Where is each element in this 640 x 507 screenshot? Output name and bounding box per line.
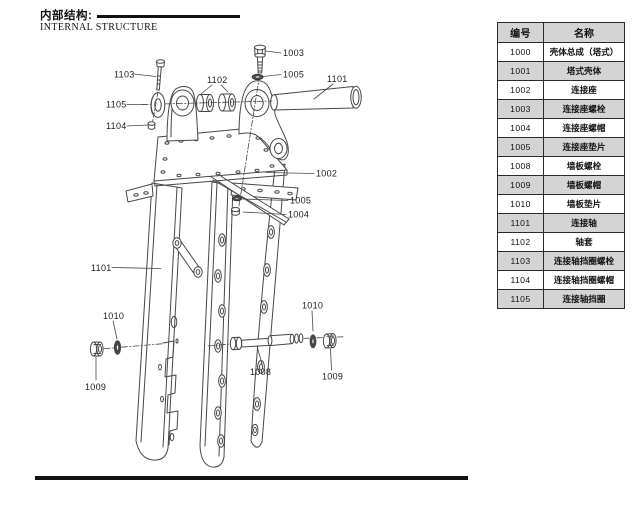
retainer-bolt: [156, 59, 165, 91]
callout-1104: 1104: [106, 121, 127, 131]
wall-bolt: [229, 333, 304, 351]
right-wall-plate: [199, 181, 234, 468]
part-number-cell: 1000: [497, 42, 544, 62]
part-name-cell: 连接轴挡圈螺帽: [543, 270, 625, 290]
part-name-cell: 墙板垫片: [543, 194, 625, 214]
callout-1009-left: 1009: [85, 382, 106, 392]
part-name-cell: 连接轴挡圈螺栓: [543, 251, 625, 271]
part-name-cell: 连接座: [543, 80, 625, 100]
lug-axis-centerline: [141, 100, 273, 105]
connector-washer-mid: [231, 195, 243, 202]
left-lug: [166, 86, 199, 142]
retainer-nut: [147, 121, 156, 130]
part-name-cell: 连接座螺帽: [543, 118, 625, 138]
callout-1003: 1003: [283, 48, 304, 58]
callout-1005-mid: 1005: [290, 196, 311, 206]
bushings: [196, 93, 236, 112]
left-wall-plate: [135, 182, 183, 461]
part-number-cell: 1101: [497, 213, 544, 233]
part-number-cell: 1002: [497, 80, 544, 100]
part-name-cell: 塔式壳体: [543, 61, 625, 81]
part-number-cell: 1104: [497, 270, 544, 290]
rear-wall-band: [250, 163, 286, 448]
part-name-cell: 壳体总成（塔式）: [543, 42, 625, 62]
wall-nut-right: [322, 333, 337, 349]
callout-1101-housing: 1101: [91, 263, 112, 273]
callout-1103: 1103: [114, 70, 135, 80]
col-header-number: 编号: [497, 22, 544, 43]
wall-bolt-axis-right: [207, 336, 345, 347]
part-number-cell: 1103: [497, 251, 544, 271]
part-number-cell: 1003: [497, 99, 544, 119]
part-number-cell: 1010: [497, 194, 544, 214]
retainer-ring: [150, 92, 166, 118]
bottom-rule: [35, 476, 468, 480]
connecting-pin: [270, 85, 362, 111]
col-header-name: 名称: [543, 22, 625, 43]
wall-washer-right: [309, 334, 317, 349]
table-header-row: 编号 名称: [497, 22, 625, 43]
part-name-cell: 墙板螺帽: [543, 175, 625, 195]
page-title-cn: 内部结构:: [40, 10, 93, 22]
callout-1002: 1002: [316, 169, 337, 179]
callout-1005-top: 1005: [283, 70, 304, 80]
callout-1101-pin: 1101: [327, 74, 348, 84]
callout-1004: 1004: [288, 210, 309, 220]
callout-1008: 1008: [250, 367, 271, 377]
part-name-cell: 连接轴挡圈: [543, 289, 625, 309]
part-name-cell: 连接轴: [543, 213, 625, 233]
callout-1105: 1105: [106, 100, 127, 110]
connector-plate: [153, 127, 288, 187]
wall-nut-left: [89, 341, 104, 357]
callout-1009-right: 1009: [322, 372, 343, 382]
part-name-cell: 连接座螺栓: [543, 99, 625, 119]
part-number-cell: 1005: [497, 137, 544, 157]
page-title-en: INTERNAL STRUCTURE: [40, 22, 158, 33]
link-piece: [172, 237, 203, 278]
part-number-cell: 1001: [497, 61, 544, 81]
part-name-cell: 轴套: [543, 232, 625, 252]
part-number-cell: 1105: [497, 289, 544, 309]
connector-washer-top: [251, 73, 264, 81]
part-name-cell: 连接座垫片: [543, 137, 625, 157]
callout-1010-right: 1010: [302, 301, 323, 311]
wall-bolt-axis-left: [103, 343, 163, 349]
part-number-cell: 1009: [497, 175, 544, 195]
retainer-bolt-axis: [152, 91, 159, 123]
callout-1010-left: 1010: [103, 311, 124, 321]
part-number-cell: 1102: [497, 232, 544, 252]
connector-nut: [231, 207, 240, 216]
callout-labels: 1003 1103 1102 1005 1101 1105 1104 1002 …: [85, 48, 348, 392]
part-number-cell: 1004: [497, 118, 544, 138]
title-rule: [97, 15, 240, 18]
right-lug: [238, 80, 289, 161]
callout-1102: 1102: [207, 75, 228, 85]
connector-bolt-axis: [237, 74, 260, 213]
wall-washer-left: [113, 340, 122, 355]
connector-bolt: [254, 44, 266, 74]
part-name-cell: 墙板螺栓: [543, 156, 625, 176]
part-number-cell: 1008: [497, 156, 544, 176]
leader-lines: [95, 50, 334, 381]
